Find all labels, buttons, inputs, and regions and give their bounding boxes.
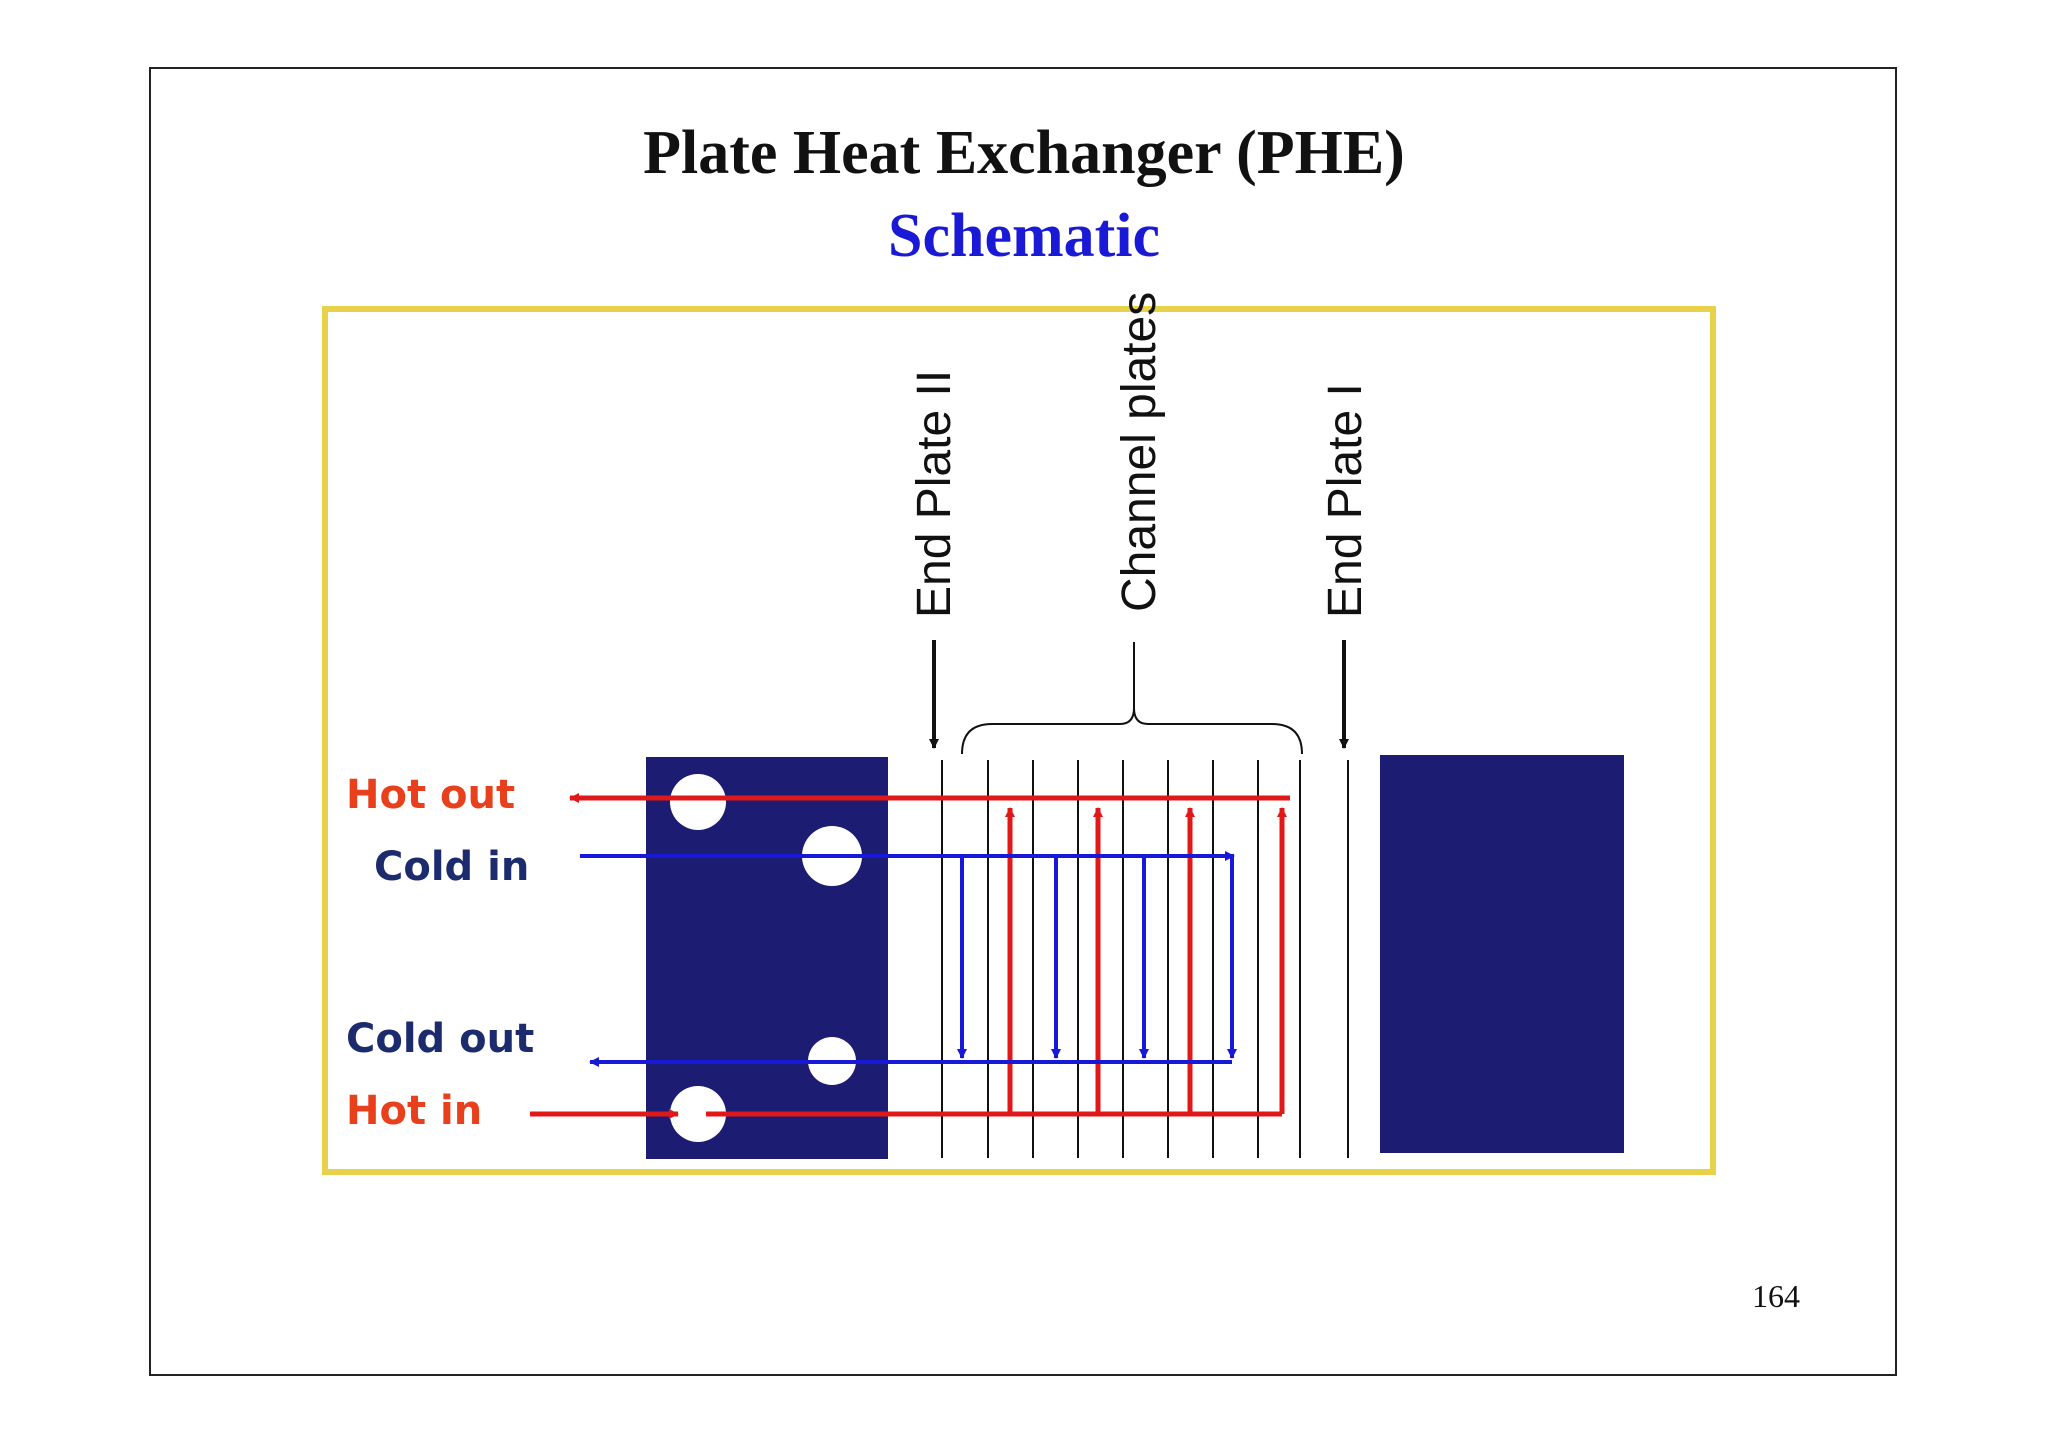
page-number: 164 xyxy=(1752,1278,1800,1314)
slide-title: Plate Heat Exchanger (PHE) xyxy=(643,119,1405,187)
hot-out-label: Hot out xyxy=(346,772,515,818)
end-plate-1-block xyxy=(1380,755,1624,1153)
hot-in-label: Hot in xyxy=(346,1088,482,1134)
cold-out-label: Cold out xyxy=(346,1016,534,1062)
cold-in-label: Cold in xyxy=(374,844,529,890)
channel-plates-label: Channel plates xyxy=(1113,292,1166,612)
slide-subtitle: Schematic xyxy=(887,202,1161,270)
channel-plates-brace xyxy=(961,642,1303,755)
port-hot-out xyxy=(670,774,726,830)
port-hot-in xyxy=(670,1086,726,1142)
end-plate-1-label: End Plate I xyxy=(1319,383,1372,618)
end-plate-2-label: End Plate II xyxy=(908,370,961,618)
cold-stream xyxy=(580,851,1237,1067)
channel-plates xyxy=(941,760,1349,1158)
